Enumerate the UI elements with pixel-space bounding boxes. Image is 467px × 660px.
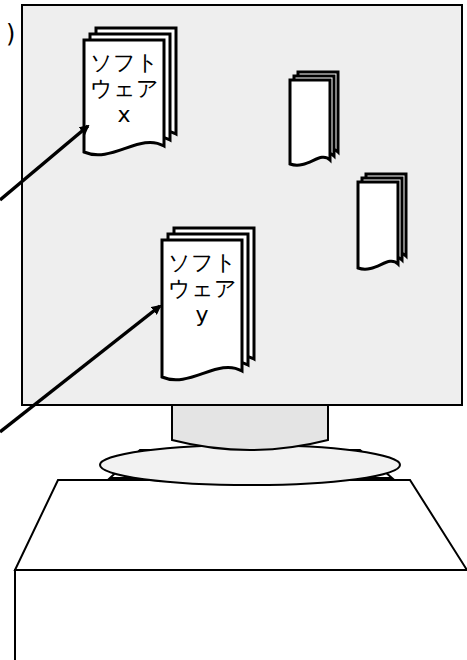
leader-arrow bbox=[0, 126, 88, 200]
partial-text: ) bbox=[6, 20, 15, 48]
document-stack: ソフト ウェア x bbox=[80, 22, 180, 162]
document-stack: ソフト ウェア y bbox=[158, 222, 258, 387]
desktop-top bbox=[15, 480, 467, 570]
monitor-screen bbox=[22, 5, 462, 405]
leader-arrow bbox=[0, 306, 160, 432]
stand-neck bbox=[172, 405, 328, 450]
small-document-stack bbox=[290, 72, 338, 165]
node-label: ソフト ウェア x bbox=[84, 50, 164, 128]
small-document-stack bbox=[358, 174, 406, 269]
desktop-front bbox=[15, 570, 467, 660]
node-label: ソフト ウェア y bbox=[162, 250, 242, 328]
